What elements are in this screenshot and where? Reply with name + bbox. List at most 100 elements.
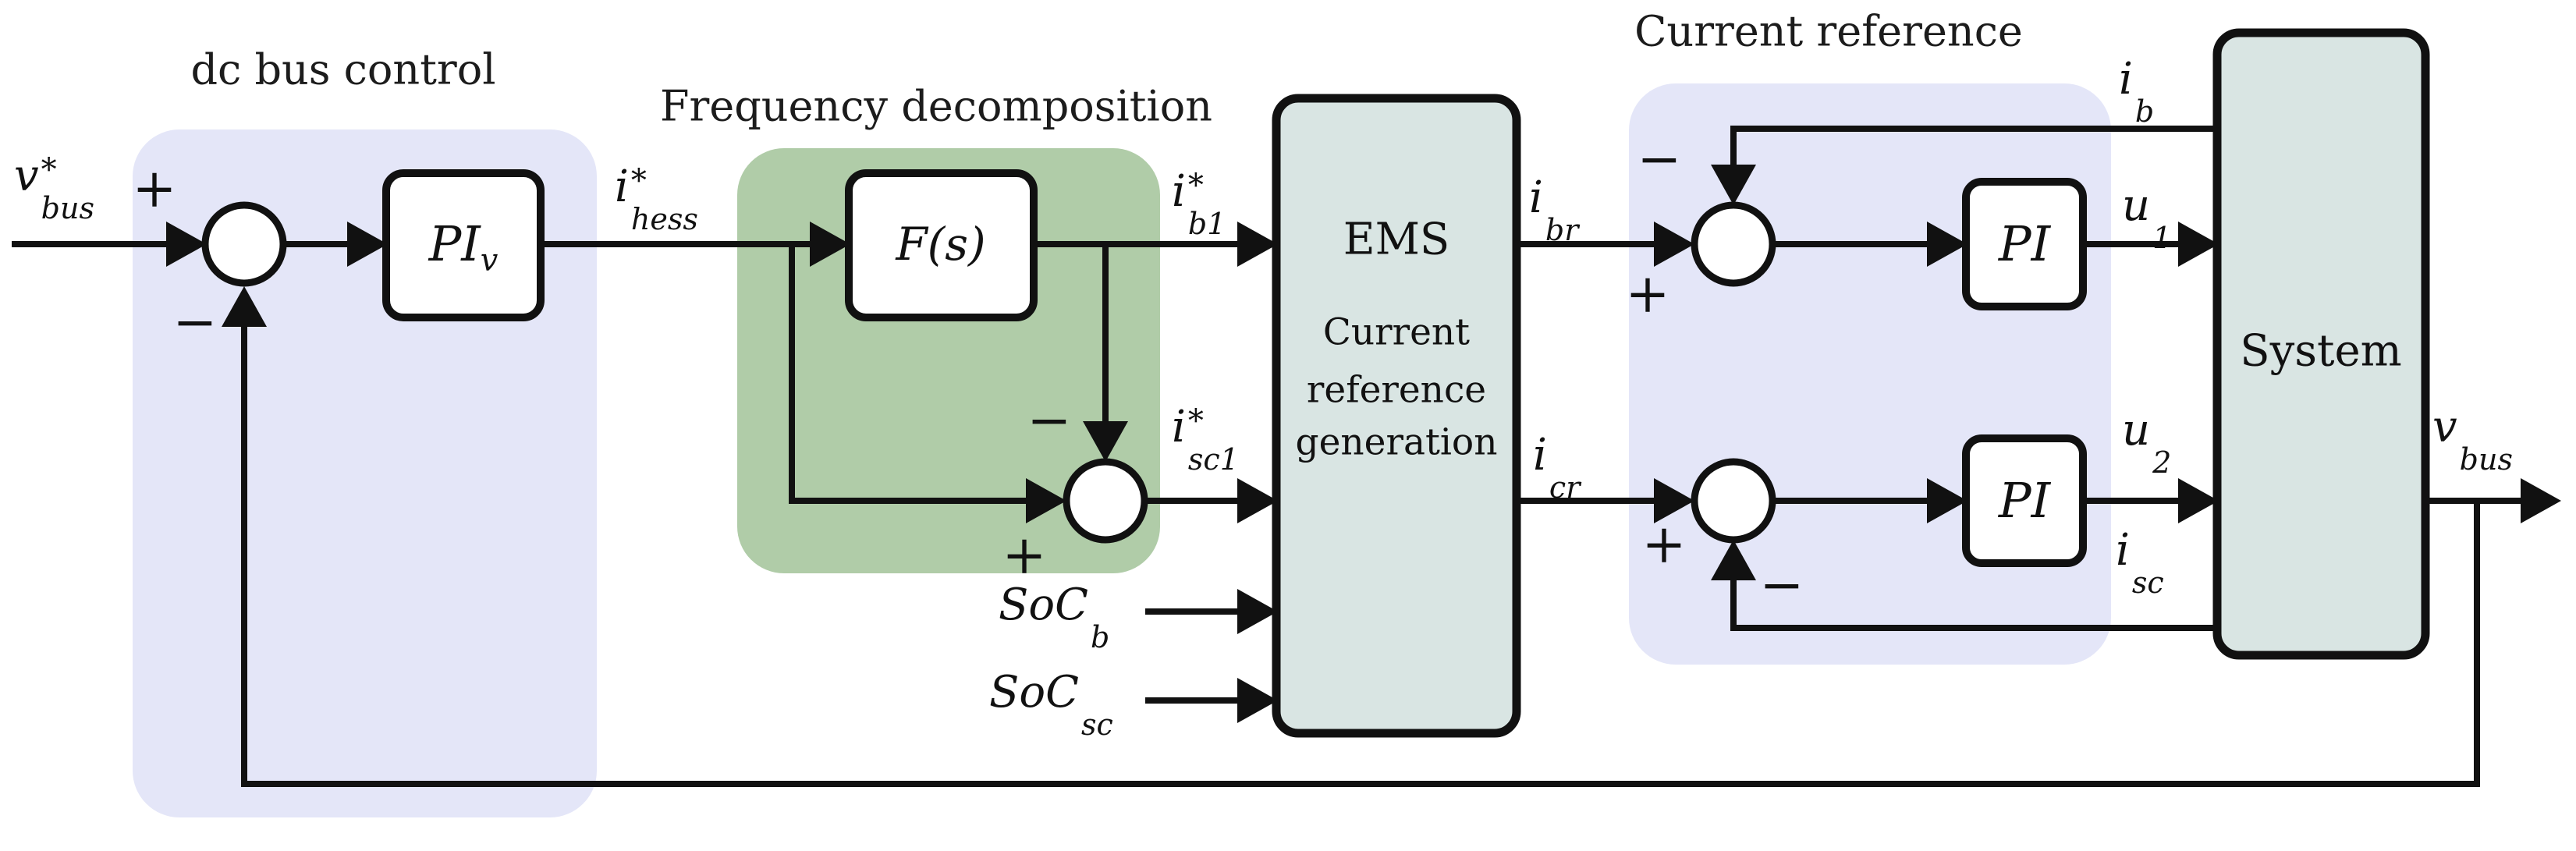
label-isc: i sc [2116,525,2164,600]
socsc-sub: sc [1080,707,1113,742]
arrow-into-pi1 [1927,222,1967,267]
socb-base: SoC [999,580,1088,630]
block-label-pi-v: PI v [428,215,499,277]
isc-base: i [2116,525,2130,576]
block-pi-v [382,169,545,321]
line-branch-to-j2-left [789,244,1038,504]
arrow-into-j1 [166,222,207,267]
block-label-f-s: F(s) [896,218,986,271]
vbus-out-base: v [2432,402,2457,452]
j4-plus-sign: + [1641,514,1687,576]
label-icr: i cr [1533,430,1581,505]
label-u2: u 2 [2122,405,2172,480]
j2-plus-sign: + [1002,525,1047,587]
summing-junction-1 [201,201,287,287]
label-ib: i b [2119,54,2155,129]
ihess-base: i [615,161,629,212]
label-socsc: SoC sc [989,667,1113,742]
arrow-isc-into-j4 [1711,540,1756,580]
j3-minus-sign: − [1637,129,1682,190]
label-socb: SoC b [999,580,1110,654]
title-current-reference: Current reference [1634,6,2023,56]
block-f-s [845,169,1038,321]
label-ihess: i *hess [615,161,698,236]
pi-v-base: PI [428,215,481,272]
arrow-isc1-into-ems [1237,478,1278,523]
region-frequency-decomposition [737,148,1160,573]
ib1-sup: * [1187,168,1204,204]
block-system [2212,28,2430,660]
ibr-sub: br [1545,213,1579,247]
block-label-pi-1: PI [1998,215,2051,272]
arrow-u2-into-system [2178,478,2219,523]
connection-lines [12,126,2529,787]
arrow-ib1-into-ems [1237,222,1278,267]
block-pi-1 [1962,178,2087,310]
ib-base: i [2119,54,2133,105]
u2-base: u [2122,405,2151,456]
arrow-socb-into-ems [1237,589,1278,634]
ihess-sub: hess [630,202,698,236]
label-isc1: i *sc1 [1172,402,1239,477]
arrowheads [166,165,2561,723]
summing-junction-3 [1691,201,1776,287]
vbus-ref-base: v [14,151,39,201]
arrow-into-j4 [1654,478,1694,523]
system-label: System [2240,325,2402,377]
arrow-into-piv [347,222,388,267]
ems-line-3: generation [1295,420,1498,464]
j4-minus-sign: − [1759,555,1804,616]
summing-junction-2 [1063,458,1148,544]
summing-junction-4 [1691,458,1776,544]
ib1-base: i [1172,166,1186,217]
arrow-u1-into-system [2178,222,2219,267]
u1-sub: 1 [2152,221,2172,255]
title-frequency-decomposition: Frequency decomposition [659,81,1213,131]
arrow-vbus-output [2521,478,2561,523]
u2-sub: 2 [2152,445,2172,480]
line-ib-feedback [1730,126,2217,173]
arrow-into-j2-top [1083,421,1128,462]
j1-minus-sign: − [172,292,218,353]
line-isc-feedback [1730,572,2217,631]
title-dc-bus-control: dc bus control [190,44,496,94]
j3-plus-sign: + [1625,264,1670,325]
region-current-reference [1629,83,2111,665]
ib-sub: b [2134,94,2155,129]
arrow-into-pi2 [1927,478,1967,523]
u1-base: u [2122,180,2151,231]
pi-v-sub: v [480,243,499,278]
ib1-sub: b1 [1187,207,1226,241]
ems-line-2: reference [1306,368,1487,412]
arrow-into-j3 [1654,222,1694,267]
j1-plus-sign: + [132,158,177,220]
ems-title: EMS [1343,214,1450,265]
vbus-ref-sup: * [41,152,57,188]
block-ems [1272,94,1521,738]
socb-sub: b [1090,620,1110,654]
block-label-pi-2: PI [1998,472,2051,529]
label-ib1: i *b1 [1172,170,1226,239]
line-vbus-feedback [241,318,2480,787]
label-u1: u 1 [2122,180,2172,255]
socsc-base: SoC [989,667,1079,718]
ems-line-1: Current [1322,310,1471,354]
icr-base: i [1533,430,1547,480]
icr-sub: cr [1549,470,1581,505]
arrow-feedback-into-j1 [222,286,267,327]
vbus-ref-sub: bus [41,191,94,225]
j2-minus-sign: − [1027,390,1072,452]
block-pi-2 [1962,434,2087,567]
isc1-base: i [1172,402,1186,452]
vbus-out-sub: bus [2459,442,2513,477]
ihess-sup: * [630,163,647,199]
arrow-ib-into-j3 [1711,165,1756,205]
label-vbus-ref: v *bus [14,151,94,225]
arrow-into-j2-left [1026,478,1066,523]
isc1-sub: sc1 [1187,442,1239,477]
arrow-into-fs [810,222,850,267]
arrow-socsc-into-ems [1237,678,1278,723]
isc-sub: sc [2131,566,2164,600]
